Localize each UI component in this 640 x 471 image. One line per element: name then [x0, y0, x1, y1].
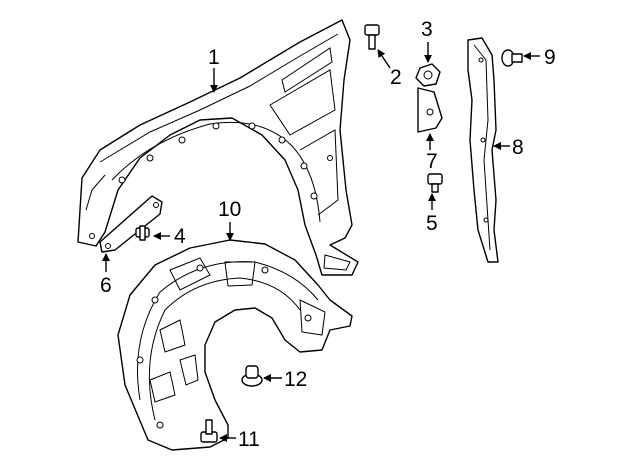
leader-lines	[102, 42, 540, 442]
nut-part-3	[415, 63, 441, 87]
callout-10: 10	[218, 198, 241, 221]
callout-9: 9	[544, 46, 556, 69]
callout-7: 7	[426, 150, 438, 173]
bracket-part-7	[417, 87, 443, 133]
callout-2: 2	[390, 66, 402, 89]
callout-3: 3	[421, 18, 433, 41]
seal-part-8	[467, 37, 499, 263]
bracket-part-6	[99, 195, 163, 253]
bolt-part-4	[135, 225, 150, 241]
callout-1: 1	[208, 46, 220, 69]
bolt-part-2	[364, 24, 380, 50]
clip-part-12	[241, 365, 263, 387]
bolt-part-5	[427, 173, 443, 193]
callout-6: 6	[100, 274, 112, 297]
callout-12: 12	[284, 368, 307, 391]
callout-8: 8	[512, 136, 524, 159]
bolt-part-11	[200, 419, 218, 443]
fender-part-1	[77, 19, 359, 276]
callout-11: 11	[238, 428, 260, 451]
callout-5: 5	[426, 212, 438, 235]
fender-liner-part-10	[117, 239, 353, 451]
screw-part-9	[501, 49, 523, 67]
callout-4: 4	[174, 225, 186, 248]
